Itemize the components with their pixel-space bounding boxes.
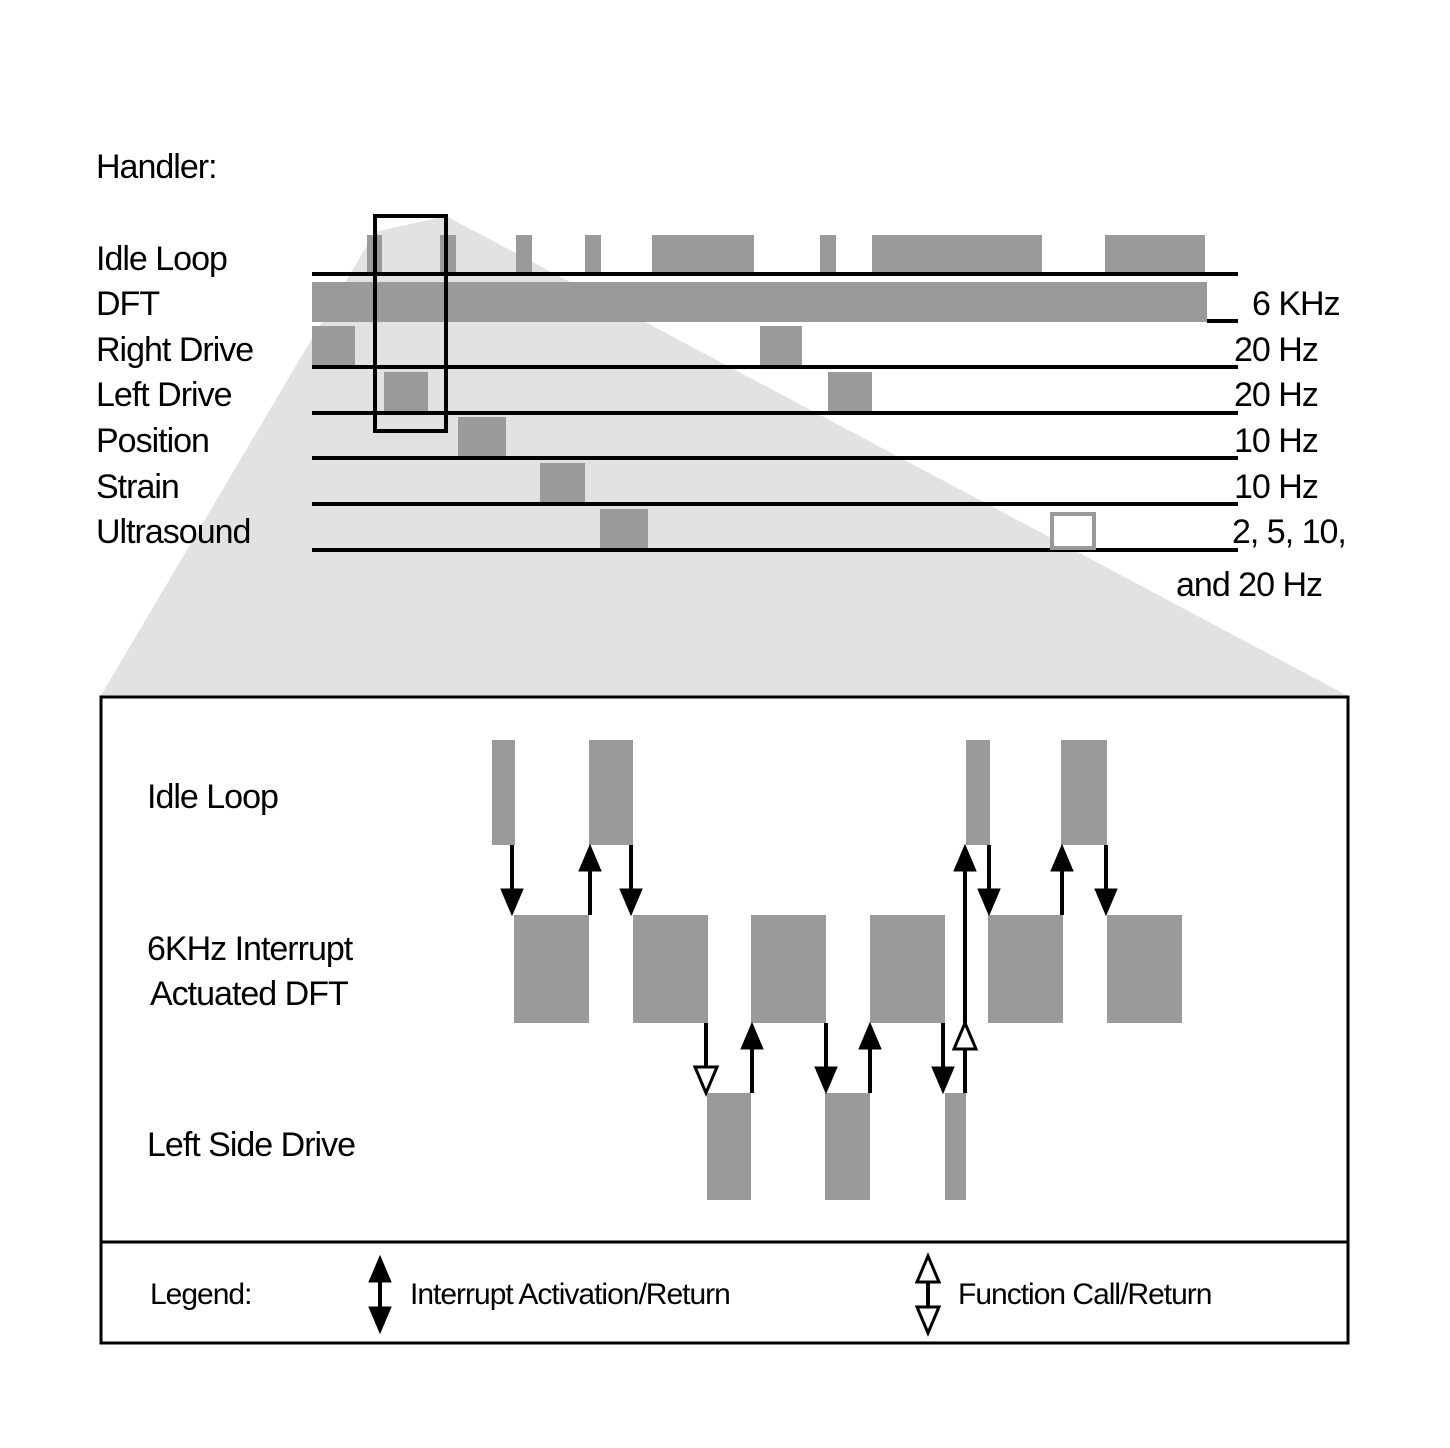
row-label: Ultrasound [96,513,250,551]
row-rate: 10 Hz [1234,468,1318,506]
detail-timeline [492,740,1182,1200]
idle-block [516,235,532,274]
handler-heading: Handler: [96,148,217,186]
interrupt-arrow-icon [931,1066,955,1095]
ultrasound-block-empty [1050,512,1096,550]
row-label: Strain [96,468,179,506]
detail-label-dft-2: Actuated DFT [150,975,348,1013]
detail-idle-block [1061,740,1107,845]
idle-block [1105,235,1205,274]
function-call-arrow-icon [692,1065,720,1097]
interrupt-arrow-icon [814,1066,838,1095]
detail-dft-block [514,915,589,1023]
idle-block [820,235,836,274]
interrupt-arrow-icon [619,888,643,917]
detail-label-dft-1: 6KHz Interrupt [147,930,354,968]
detail-drive-block [707,1093,751,1200]
interrupt-arrow-icon [977,888,1001,917]
detail-idle-block [492,740,515,845]
detail-dft-block [870,915,945,1023]
detail-dft-block [633,915,708,1023]
row-rate: 6 KHz [1252,285,1340,323]
top-timeline [312,235,1238,552]
row-label: Right Drive [96,331,253,369]
detail-drive-block [825,1093,870,1200]
right-drive-block [760,326,802,367]
interrupt-arrow-icon [500,888,524,917]
row-label: Left Drive [96,376,232,414]
strain-block [540,463,585,504]
legend-title: Legend: [150,1278,251,1311]
left-drive-block [828,372,872,413]
detail-idle-block [589,740,633,845]
legend-function-label: Function Call/Return [958,1278,1211,1311]
dft-block [312,282,1207,322]
row-label: Idle Loop [96,240,227,278]
legend-function-down-icon [914,1305,942,1337]
legend-interrupt-down-icon [368,1306,392,1335]
detail-drive-block [945,1093,966,1200]
function-return-arrow-icon [951,1019,979,1051]
interrupt-arrow-icon [740,1021,764,1050]
interrupt-arrow-icon [1094,888,1118,917]
zoom-selection-box [373,214,448,433]
idle-block [585,235,601,274]
interrupt-arrow-icon [578,843,602,872]
row-rate: 20 Hz [1234,331,1318,369]
ultrasound-block [600,509,648,550]
interrupt-arrow-icon [953,843,977,872]
left-drive-block [384,372,428,413]
row-label: Position [96,422,209,460]
row-rate: 20 Hz [1234,376,1318,414]
interrupt-arrow-icon [1050,843,1074,872]
interrupt-arrow-icon [858,1021,882,1050]
detail-dft-block [1107,915,1182,1023]
detail-idle-block [966,740,990,845]
row-rate: 2, 5, 10, [1232,513,1346,551]
row-rate: 10 Hz [1234,422,1318,460]
arrows [500,843,1118,1097]
legend-function-up-icon [914,1252,942,1284]
legend-panel [99,1240,1350,1345]
idle-block [872,235,1042,274]
legend-interrupt-label: Interrupt Activation/Return [410,1278,730,1311]
legend-interrupt-up-icon [368,1254,392,1283]
idle-block [652,235,754,274]
detail-dft-block [751,915,826,1023]
row-label: DFT [96,285,159,323]
ultrasound-rate-line2: and 20 Hz [1176,566,1322,604]
position-block [458,417,506,458]
detail-dft-block [988,915,1063,1023]
right-drive-block [312,326,355,367]
detail-label-idle-loop: Idle Loop [147,778,278,816]
detail-label-left-side-drive: Left Side Drive [147,1126,355,1164]
